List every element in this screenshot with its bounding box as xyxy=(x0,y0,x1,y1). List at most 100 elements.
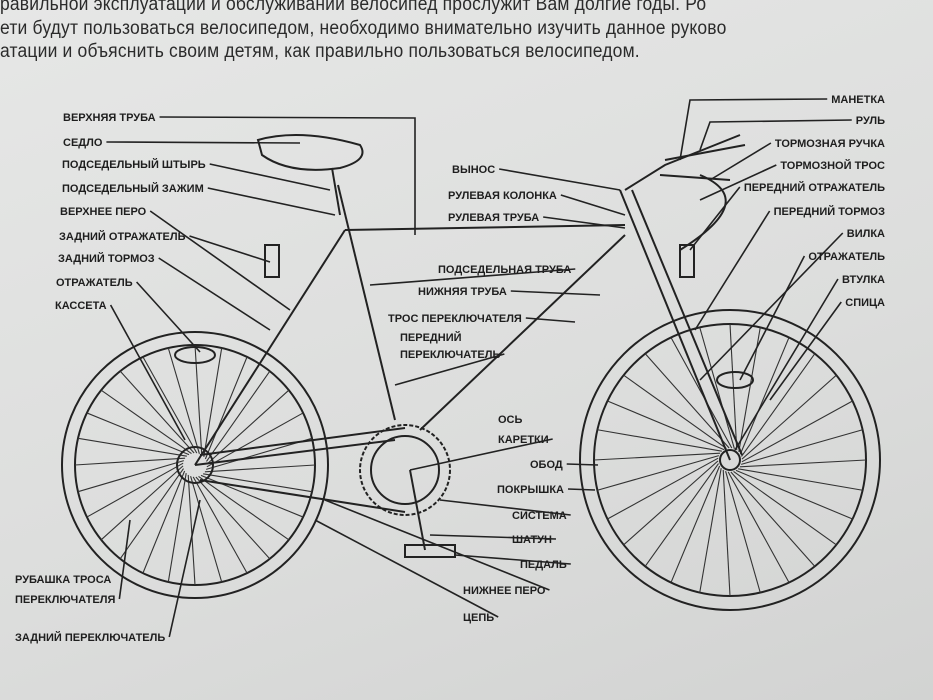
spoke xyxy=(722,469,731,597)
spoke xyxy=(142,356,198,454)
spoke xyxy=(699,327,735,449)
leader-line xyxy=(567,488,596,491)
spoke xyxy=(644,463,719,567)
handlebar xyxy=(624,134,741,191)
spoke xyxy=(100,389,192,454)
spoke xyxy=(100,465,184,541)
spoke xyxy=(195,476,271,560)
leader-line xyxy=(118,519,131,600)
bicycle-drawing xyxy=(61,134,881,611)
leader-line xyxy=(454,554,571,565)
leader-line xyxy=(136,281,201,353)
down-tube xyxy=(419,234,626,431)
seat-tube xyxy=(337,184,396,421)
rear-cassette xyxy=(176,446,214,484)
spoke xyxy=(203,473,313,493)
leader-line xyxy=(394,353,505,386)
seat-stay xyxy=(194,229,346,466)
part-label: ПЕРЕДНИЙ ТОРМОЗ xyxy=(774,205,885,218)
spoke xyxy=(167,473,187,583)
leader-line xyxy=(189,235,271,263)
part-label: СПИЦА xyxy=(845,297,885,309)
spoke xyxy=(730,471,816,567)
part-label: НИЖНЯЯ ТРУБА xyxy=(418,286,507,298)
leader-line xyxy=(158,257,271,331)
front-reflector xyxy=(679,244,695,278)
spoke xyxy=(206,370,271,462)
leader-line xyxy=(429,534,556,540)
spoke xyxy=(597,455,719,491)
part-label: ОТРАЖАТЕЛЬ xyxy=(56,277,133,289)
spoke xyxy=(192,476,248,574)
leader-line xyxy=(709,142,772,181)
leader-line xyxy=(369,268,576,286)
part-label: ПОДСЕДЕЛЬНЫЙ ЗАЖИМ xyxy=(62,182,204,195)
part-label: КАССЕТА xyxy=(55,300,107,312)
part-label: ВТУЛКА xyxy=(842,274,885,286)
spoke xyxy=(644,353,730,449)
spoke xyxy=(607,400,725,451)
part-label: ПЕРЕДНИЙ ОТРАЖАТЕЛЬ xyxy=(744,181,885,194)
part-label: ПОКРЫШКА xyxy=(497,484,564,496)
spoke xyxy=(167,347,200,454)
part-label: ОСЬ xyxy=(498,414,523,426)
spoke xyxy=(187,474,196,586)
spoke xyxy=(623,460,719,546)
spoke xyxy=(593,452,721,461)
part-label: НИЖНЕЕ ПЕРО xyxy=(463,585,546,597)
leader-line xyxy=(689,186,741,251)
spoke xyxy=(204,356,248,460)
leader-line xyxy=(699,232,844,381)
leader-line xyxy=(168,499,201,638)
spoke xyxy=(119,468,184,560)
spoke xyxy=(206,412,304,468)
spoke xyxy=(77,437,187,457)
spoke xyxy=(86,462,184,518)
chainring xyxy=(359,424,451,516)
leader-line xyxy=(510,290,601,296)
leader-line xyxy=(739,255,806,381)
spoke xyxy=(607,457,719,520)
leader-line xyxy=(499,168,621,191)
spoke xyxy=(739,459,867,468)
part-label: ШАТУН xyxy=(512,534,552,546)
spoke xyxy=(741,400,853,463)
pedal xyxy=(404,544,456,558)
leader-line xyxy=(439,499,571,516)
chain xyxy=(199,427,406,513)
intro-text-line: атации и объяснить своим детям, как прав… xyxy=(0,41,640,62)
leader-line xyxy=(699,119,852,151)
seatpost xyxy=(331,167,341,216)
brake-lever xyxy=(659,144,746,181)
wheel-reflector xyxy=(716,371,754,389)
part-label: ПЕРЕКЛЮЧАТЕЛЬ xyxy=(400,349,500,361)
spoke xyxy=(738,468,863,491)
leader-line xyxy=(699,164,777,201)
leader-line xyxy=(694,210,771,331)
front-tire xyxy=(579,309,881,611)
spoke xyxy=(86,412,190,456)
part-label: ПЕРЕДНИЙ xyxy=(400,331,462,344)
part-label: ТОРМОЗНОЙ ТРОС xyxy=(780,159,885,172)
spoke xyxy=(597,429,722,452)
leader-line xyxy=(409,438,553,471)
rear-tire xyxy=(61,331,329,599)
intro-text-line: ети будут пользоваться велосипедом, необ… xyxy=(0,18,727,39)
spoke xyxy=(142,470,186,574)
part-label: ЦЕПЬ xyxy=(463,612,494,624)
spoke xyxy=(74,457,186,466)
leader-line xyxy=(106,141,301,144)
leader-line xyxy=(159,116,416,235)
crank xyxy=(409,469,426,551)
spoke xyxy=(733,471,837,546)
leader-line xyxy=(734,278,839,451)
front-hub xyxy=(719,449,741,471)
part-label: ПОДСЕДЕЛЬНЫЙ ШТЫРЬ xyxy=(62,158,206,171)
leader-line xyxy=(769,301,842,401)
spoke xyxy=(190,476,223,583)
spoke xyxy=(198,476,290,541)
spoke xyxy=(727,471,790,583)
part-label: ЗАДНИЙ ПЕРЕКЛЮЧАТЕЛЬ xyxy=(15,631,165,644)
leader-line xyxy=(207,187,336,216)
